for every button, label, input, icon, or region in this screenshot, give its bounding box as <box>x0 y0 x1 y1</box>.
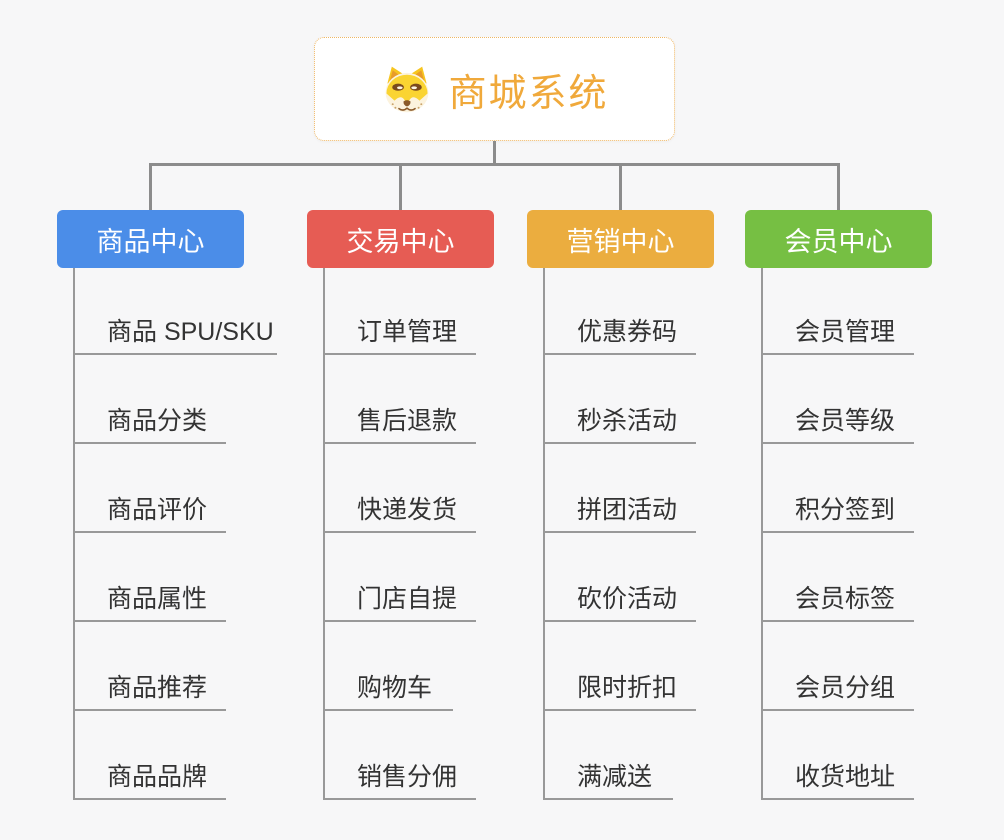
connector-stem-marketing <box>619 163 622 210</box>
leaf-node[interactable]: 限时折扣 <box>543 667 696 711</box>
connector-stem-member <box>837 163 840 210</box>
leaf-node[interactable]: 秒杀活动 <box>543 400 696 444</box>
connector-stem-product <box>149 163 152 210</box>
branch-child-line-marketing <box>543 268 545 800</box>
connector-root-stem <box>493 141 496 164</box>
root-title: 商城系统 <box>448 72 609 115</box>
branch-node-product-center[interactable]: 商品中心 <box>57 210 244 268</box>
dog-face-icon <box>386 66 429 113</box>
leaf-node[interactable]: 优惠券码 <box>543 311 696 355</box>
leaf-node[interactable]: 收货地址 <box>761 756 914 800</box>
leaf-node[interactable]: 售后退款 <box>323 400 476 444</box>
leaf-node[interactable]: 商品分类 <box>73 400 226 444</box>
leaf-node[interactable]: 销售分佣 <box>323 756 476 800</box>
leaf-node[interactable]: 商品属性 <box>73 578 226 622</box>
leaf-node[interactable]: 订单管理 <box>323 311 476 355</box>
branch-node-trade-center[interactable]: 交易中心 <box>307 210 494 268</box>
leaf-node[interactable]: 商品品牌 <box>73 756 226 800</box>
root-node[interactable]: 商城系统 <box>314 37 675 141</box>
leaf-node[interactable]: 会员等级 <box>761 400 914 444</box>
leaf-node[interactable]: 满减送 <box>543 756 673 800</box>
leaf-node[interactable]: 商品推荐 <box>73 667 226 711</box>
leaf-node[interactable]: 会员管理 <box>761 311 914 355</box>
leaf-node[interactable]: 积分签到 <box>761 489 914 533</box>
leaf-node[interactable]: 拼团活动 <box>543 489 696 533</box>
branch-node-marketing-center[interactable]: 营销中心 <box>527 210 714 268</box>
leaf-node[interactable]: 购物车 <box>323 667 453 711</box>
branch-node-member-center[interactable]: 会员中心 <box>745 210 932 268</box>
leaf-node[interactable]: 商品评价 <box>73 489 226 533</box>
branch-child-line-member <box>761 268 763 800</box>
leaf-node[interactable]: 会员标签 <box>761 578 914 622</box>
branch-child-line-trade <box>323 268 325 800</box>
leaf-node[interactable]: 砍价活动 <box>543 578 696 622</box>
leaf-node[interactable]: 快递发货 <box>323 489 476 533</box>
connector-horizontal-bar <box>149 163 840 166</box>
connector-stem-trade <box>399 163 402 210</box>
leaf-node[interactable]: 商品 SPU/SKU <box>73 311 277 355</box>
branch-child-line-product <box>73 268 75 800</box>
leaf-node[interactable]: 门店自提 <box>323 578 476 622</box>
leaf-node[interactable]: 会员分组 <box>761 667 914 711</box>
